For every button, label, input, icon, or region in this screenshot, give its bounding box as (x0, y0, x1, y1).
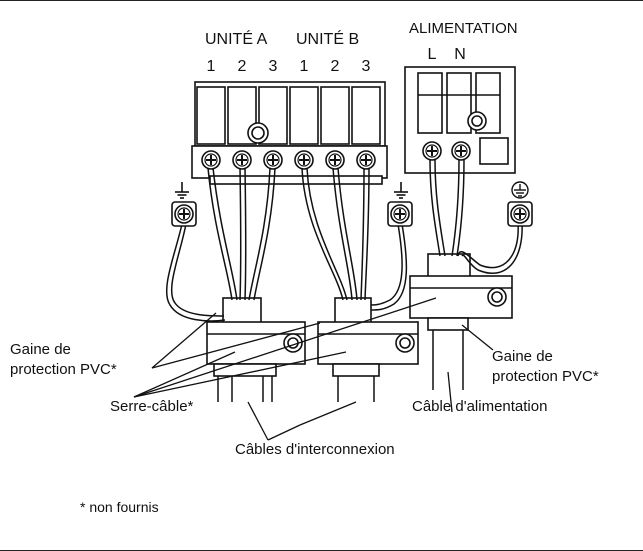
wires (165, 159, 523, 402)
unit-a-pin-3: 3 (268, 58, 278, 75)
unit-b-pin-3: 3 (361, 58, 371, 75)
pvc-sleeve-label-right: Gaine de protection PVC* (492, 348, 599, 385)
earth-ground-icon (511, 181, 529, 199)
power-pin-n: N (454, 46, 466, 63)
unit-b-pin-1: 1 (299, 58, 309, 75)
ground-icon (175, 182, 189, 199)
terminal-block-units (191, 81, 388, 185)
leader-lines (133, 297, 494, 441)
clamp-right (409, 253, 513, 331)
cable-clamp-label: Serre-câble* (110, 398, 194, 415)
unit-a-pin-1: 1 (206, 58, 216, 75)
power-cable-label: Câble d'alimentation (412, 398, 548, 415)
unit-a-title: UNITÉ A (205, 31, 268, 48)
footnote: * non fournis (80, 499, 159, 515)
unit-a-pin-2: 2 (237, 58, 247, 75)
interconnect-cables-label: Câbles d'interconnexion (235, 441, 395, 458)
unit-b-title: UNITÉ B (296, 31, 360, 48)
ground-icon (394, 182, 408, 199)
power-pin-l: L (427, 46, 437, 63)
clamp-center (317, 297, 419, 377)
ground-lug-screws (174, 204, 530, 224)
power-title: ALIMENTATION (409, 20, 518, 37)
ground-lugs (171, 201, 533, 227)
pvc-sleeve-label-left: Gaine de protection PVC* (10, 341, 117, 378)
unit-b-pin-2: 2 (330, 58, 340, 75)
